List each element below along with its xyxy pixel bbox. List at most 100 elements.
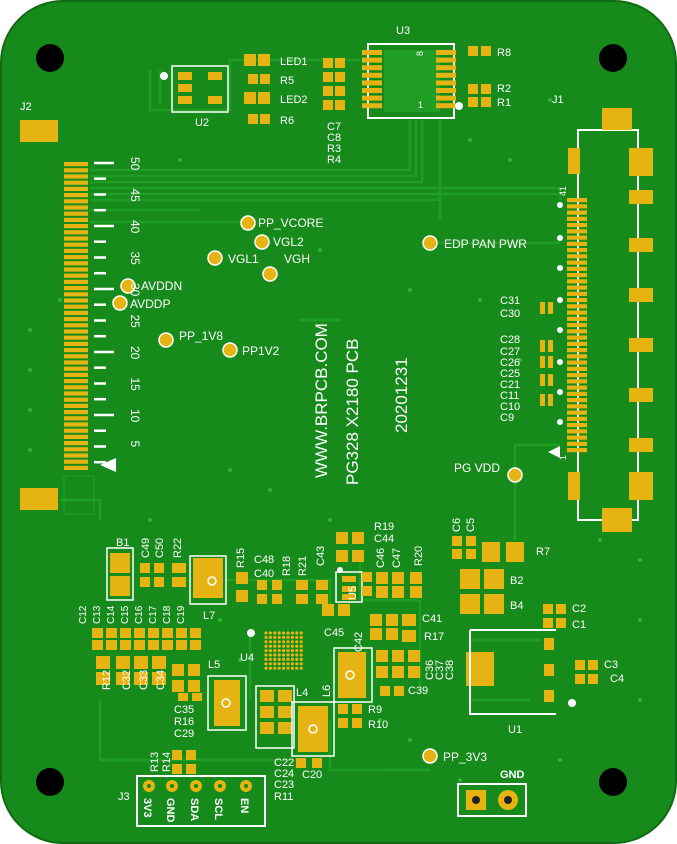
mounting-hole-bottom-left <box>36 768 64 796</box>
label-c38: C38 <box>444 660 456 680</box>
label-c10: C10 <box>500 401 520 413</box>
label-c31: C31 <box>500 295 520 307</box>
inductors <box>189 555 373 757</box>
label-c16: C16 <box>134 605 145 624</box>
j2-pin-number: 45 <box>128 189 142 203</box>
label-c14: C14 <box>106 605 117 624</box>
lower-left-pads <box>110 553 328 604</box>
label-u3-pin1: 1 <box>418 100 423 110</box>
label-c6: C6 <box>451 518 463 532</box>
ic-u5 <box>172 532 422 774</box>
b1-part <box>106 547 134 601</box>
label-avddp: AVDDP <box>130 297 170 311</box>
label-c45: C45 <box>324 627 344 639</box>
label-c23: C23 <box>274 779 294 791</box>
label-u5: U5 <box>347 586 359 600</box>
j3-pin-3v3: 3V3 <box>141 798 153 818</box>
label-c44: C44 <box>374 533 394 545</box>
label-c8: C8 <box>327 132 341 144</box>
label-r6: R6 <box>280 115 294 127</box>
label-gnd: GND <box>500 769 525 781</box>
label-pg-vdd: PG VDD <box>454 461 500 475</box>
label-c30: C30 <box>500 308 520 320</box>
label-c35: C35 <box>174 704 194 716</box>
label-b1: B1 <box>116 537 129 549</box>
label-u3: U3 <box>396 25 410 37</box>
label-r1: R1 <box>497 97 511 109</box>
label-edp-pan-pwr: EDP PAN PWR <box>444 237 527 251</box>
label-c41: C41 <box>422 613 442 625</box>
label-j1-pin1: 1 <box>558 455 568 460</box>
label-b2: B2 <box>510 575 523 587</box>
label-r10: R10 <box>368 719 388 731</box>
label-c7: C7 <box>327 121 341 133</box>
label-c34: C34 <box>155 670 167 690</box>
label-c47: C47 <box>391 548 403 568</box>
label-c48: C48 <box>254 554 274 566</box>
label-r16: R16 <box>174 716 194 728</box>
label-c5: C5 <box>465 518 477 532</box>
label-c39: C39 <box>408 685 428 697</box>
label-l6: L6 <box>321 685 333 697</box>
label-r2: R2 <box>497 83 511 95</box>
silk-website: WWW.BRPCB.COM <box>312 323 331 478</box>
label-c24: C24 <box>274 768 294 780</box>
label-j2: J2 <box>20 101 32 113</box>
ic-u1-outline <box>469 629 556 715</box>
vias <box>27 97 643 783</box>
j2-pin-number: 30 <box>128 283 142 297</box>
j3-pin-en: EN <box>238 798 250 813</box>
label-r8: R8 <box>497 47 511 59</box>
label-c43: C43 <box>315 546 327 566</box>
label-pp1v2: PP1V2 <box>242 344 280 358</box>
label-r9: R9 <box>368 704 382 716</box>
ic-u4-bga <box>264 631 303 670</box>
silk-date: 20201231 <box>392 357 411 433</box>
label-r13: R13 <box>149 752 161 772</box>
label-r21: R21 <box>297 556 309 576</box>
label-r15: R15 <box>235 548 247 568</box>
label-u4: U4 <box>240 652 254 664</box>
label-c40: C40 <box>254 568 274 580</box>
label-j1-pin41: 41 <box>558 186 568 196</box>
j3-pin-sda: SDA <box>188 798 200 821</box>
label-led2: LED2 <box>280 94 308 106</box>
label-l5: L5 <box>208 659 220 671</box>
label-c37: C37 <box>434 660 446 680</box>
label-r17: R17 <box>424 631 444 643</box>
label-c3: C3 <box>604 659 618 671</box>
j2-pin-number: 20 <box>128 346 142 360</box>
label-r11: R11 <box>274 791 293 803</box>
label-c21: C21 <box>500 379 520 391</box>
test-point-pads <box>112 215 523 764</box>
label-pp-3v3: PP_3V3 <box>443 750 487 764</box>
j2-pin-number: 10 <box>128 409 142 423</box>
label-c49: C49 <box>140 538 152 558</box>
connector-j3 <box>136 775 266 827</box>
j3-pin-scl: SCL <box>212 798 224 820</box>
label-c17: C17 <box>148 605 159 624</box>
label-avddn: AVDDN <box>141 279 182 293</box>
j2-pin-number: 35 <box>128 252 142 266</box>
label-vgl2: VGL2 <box>273 235 304 249</box>
label-c12: C12 <box>78 605 89 624</box>
label-pp-vcore: PP_VCORE <box>258 216 323 230</box>
label-vgh: VGH <box>284 252 310 266</box>
j3-pin-gnd: GND <box>164 798 176 823</box>
label-u3-pin8: 8 <box>415 51 425 56</box>
label-c46: C46 <box>375 548 387 568</box>
label-c32: C32 <box>121 670 133 690</box>
ic-u3 <box>362 43 463 119</box>
label-r19: R19 <box>374 521 394 533</box>
label-c9: C9 <box>500 412 514 424</box>
j2-pin-number: 25 <box>128 315 142 329</box>
label-c20: C20 <box>302 769 322 781</box>
copper-traces <box>60 58 562 772</box>
mounting-holes <box>36 44 627 796</box>
label-c13: C13 <box>92 605 103 624</box>
label-pp-1v8: PP_1V8 <box>179 329 223 343</box>
label-b4: B4 <box>510 600 523 612</box>
connector-j2 <box>20 120 116 515</box>
label-c18: C18 <box>162 605 173 624</box>
